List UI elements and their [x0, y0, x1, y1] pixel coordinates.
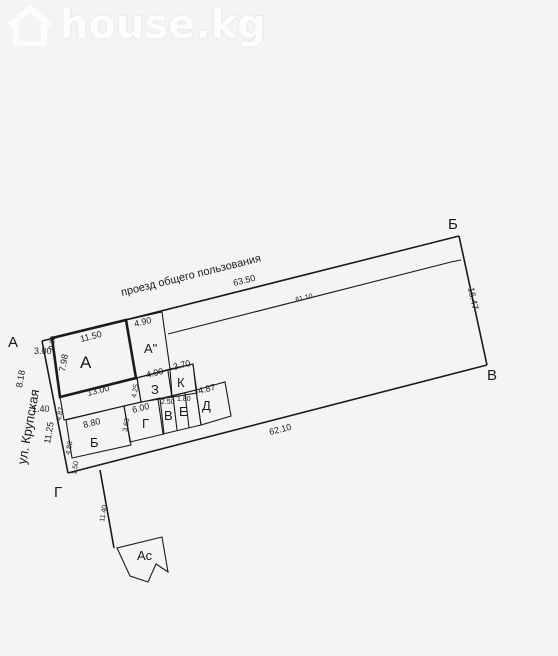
dim-k-width: 3.70 [172, 358, 191, 372]
street-label: ул. Крупская [14, 388, 42, 465]
dim-row-13: 13.00 [86, 383, 110, 398]
buildings [50, 311, 232, 459]
dim-g-height: 3.63 [122, 418, 131, 433]
room-label-z: З [151, 382, 159, 397]
corner-label-a: А [8, 334, 18, 351]
room-label-b: Б [90, 435, 99, 450]
room-label-a2: А" [144, 341, 158, 356]
corner-label-b: Б [448, 216, 458, 233]
dim-gap-left: 1.40 [32, 404, 50, 414]
dim-bottom: 62.10 [268, 422, 292, 437]
dim-a-left: 3.00 [34, 346, 52, 356]
room-label-d: Д [202, 398, 211, 413]
dim-a-tiny: 0.20 [48, 336, 57, 351]
dim-b-left: 4.87 [56, 407, 65, 422]
room-label-v: В [164, 408, 173, 423]
room-label-e: Е [179, 404, 188, 419]
dim-right: 16.47 [466, 286, 480, 310]
room-label-as: Ас [137, 548, 153, 563]
dim-top: 63.50 [232, 273, 256, 288]
dim-z-width: 4.00 [145, 366, 164, 380]
dim-mid: 61.10 [295, 293, 314, 304]
corner-label-g: Г [54, 484, 62, 501]
lot-boundary [41, 235, 488, 474]
dim-g-width: 6.00 [131, 401, 150, 415]
utility-pipe [99, 469, 169, 583]
dim-a-height: 7.98 [57, 353, 70, 372]
room-label-g: Г [142, 416, 149, 431]
dim-e-width: 1.80 [177, 396, 191, 403]
dim-d-height: 4.87 [197, 382, 216, 396]
dim-pipe: 11.40 [99, 504, 109, 522]
dim-bottom-tiny: 1.50 [71, 461, 80, 476]
room-label-k: К [177, 375, 185, 390]
dim-left-total: 8.18 [14, 369, 27, 388]
dim-b-width: 8.80 [82, 416, 101, 430]
room-label-a: А [80, 353, 92, 372]
dim-z-height: 4.25 [131, 384, 140, 399]
dim-a2-width: 4.90 [133, 315, 152, 329]
dim-left-low: 11.25 [42, 421, 56, 444]
dim-v-width: 2.50 [161, 399, 175, 406]
dim-b-height: 4.88 [65, 441, 74, 456]
corner-label-v: В [487, 367, 497, 384]
